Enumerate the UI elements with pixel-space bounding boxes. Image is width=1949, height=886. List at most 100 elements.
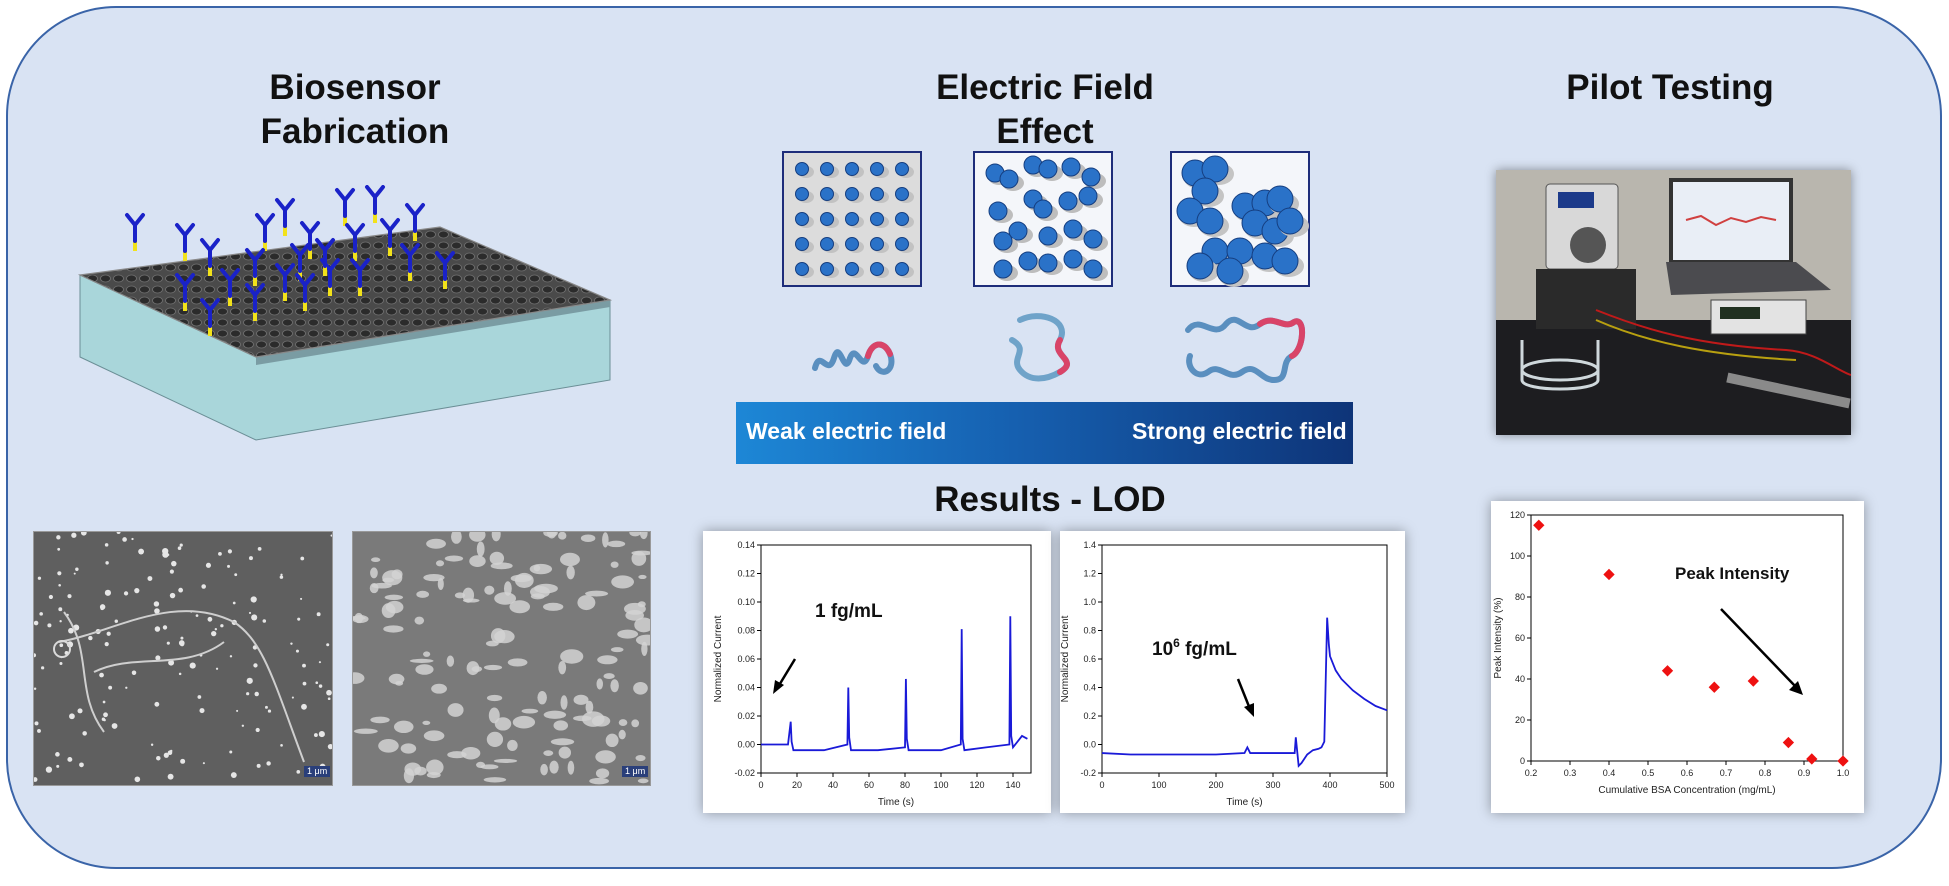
nanoparticle <box>59 620 62 623</box>
particle <box>820 162 834 176</box>
sem-image-left <box>33 531 333 786</box>
protein-aggregate <box>631 551 647 566</box>
antibody <box>365 185 385 215</box>
protein-aggregate <box>422 720 431 725</box>
antibody <box>380 218 400 248</box>
protein-aggregate <box>637 778 649 784</box>
protein-aggregate <box>605 733 619 748</box>
antibody <box>275 263 295 293</box>
protein-aggregate <box>416 590 430 598</box>
protein-aggregate <box>370 567 378 579</box>
nanoparticle <box>71 532 77 538</box>
protein-aggregate <box>484 585 495 595</box>
y-tick-label: 0.8 <box>1083 626 1096 636</box>
antibody <box>255 213 275 243</box>
nanoparticle <box>267 709 272 713</box>
aggregated-particles <box>1176 155 1309 287</box>
protein-aggregate <box>633 681 648 695</box>
nanoparticle <box>232 601 236 605</box>
protein-aggregate <box>610 647 624 653</box>
x-tick-label: 500 <box>1379 780 1394 790</box>
x-tick-label: 100 <box>1151 780 1166 790</box>
nanoparticle <box>199 708 205 714</box>
protein-aggregate <box>607 540 626 548</box>
nanoparticle <box>169 592 176 599</box>
nanoparticle <box>166 641 170 645</box>
particle <box>1038 253 1058 273</box>
protein-aggregate <box>589 777 609 785</box>
particle <box>1186 252 1214 280</box>
nanoparticle <box>266 761 271 766</box>
pilot-testing-photo <box>1496 170 1851 435</box>
nanoparticle <box>154 626 161 632</box>
protein-aggregate <box>537 690 547 705</box>
protein-aggregate <box>370 557 381 563</box>
protein-aggregate <box>618 729 626 740</box>
protein-aggregate <box>550 738 575 746</box>
protein-aggregate <box>404 762 422 776</box>
protein-aggregate <box>383 625 404 633</box>
protein-aggregate <box>597 655 618 665</box>
results-title: Results - LOD <box>934 480 1166 519</box>
y-tick-label: -0.2 <box>1080 768 1096 778</box>
protein-aggregate <box>635 754 646 762</box>
protein-aggregate <box>618 719 628 727</box>
antibody <box>315 238 335 268</box>
nanoparticle <box>147 576 153 581</box>
protein-aggregate <box>426 759 444 776</box>
protein-aggregate <box>378 739 399 753</box>
protein-aggregate <box>426 538 446 549</box>
protein-aggregate <box>581 711 605 727</box>
nanoparticle <box>125 686 128 689</box>
antibody <box>335 188 355 218</box>
particle <box>845 187 859 201</box>
protein-aggregate <box>483 664 503 671</box>
nanoparticle <box>327 743 332 750</box>
x-tick-label: 20 <box>792 780 802 790</box>
protein-aggregate <box>543 602 564 611</box>
nanoparticle <box>102 700 106 704</box>
current-trace <box>761 616 1028 752</box>
y-tick-label: 1.4 <box>1083 540 1096 550</box>
particle <box>870 262 884 276</box>
concentration-annotation: 106 fg/mL <box>1152 636 1237 660</box>
x-tick-label: 100 <box>933 780 948 790</box>
antibody <box>220 268 240 298</box>
particle <box>993 259 1013 279</box>
nanoparticle <box>178 587 184 593</box>
nanoparticle <box>37 728 41 733</box>
particle <box>870 212 884 226</box>
fabrication-title: Biosensor Fabrication <box>195 66 515 154</box>
protein-aggregate <box>543 750 554 756</box>
clustered-particles <box>985 155 1108 281</box>
nanoparticle <box>302 663 306 668</box>
particle <box>895 237 909 251</box>
electric-field-gradient-bar: Weak electric field Strong electric fiel… <box>736 402 1353 464</box>
data-point <box>1708 681 1720 693</box>
protein-aggregate <box>409 658 434 663</box>
particle <box>1276 207 1304 235</box>
nanoparticle <box>279 575 284 579</box>
antibody <box>405 203 425 233</box>
x-tick-label: 1.0 <box>1837 768 1850 778</box>
nanoparticle <box>75 567 79 571</box>
y-tick-label: 0.14 <box>737 540 755 550</box>
nanoparticle <box>171 560 177 567</box>
x-tick-label: 200 <box>1208 780 1223 790</box>
nanoparticle <box>326 689 332 696</box>
nanoparticle <box>131 670 137 676</box>
protein-aggregate <box>423 730 445 742</box>
protein-aggregate <box>560 649 584 664</box>
particle <box>1063 249 1083 269</box>
x-tick-label: 0.6 <box>1681 768 1694 778</box>
protein-aggregate <box>384 594 404 601</box>
nanoparticle <box>163 752 169 758</box>
particle <box>1063 219 1083 239</box>
x-tick-label: 40 <box>828 780 838 790</box>
nanoparticle <box>296 769 301 774</box>
antibody <box>200 238 220 268</box>
data-point <box>1661 665 1674 677</box>
protein-aggregate <box>395 680 404 686</box>
nanoparticle <box>227 549 233 554</box>
